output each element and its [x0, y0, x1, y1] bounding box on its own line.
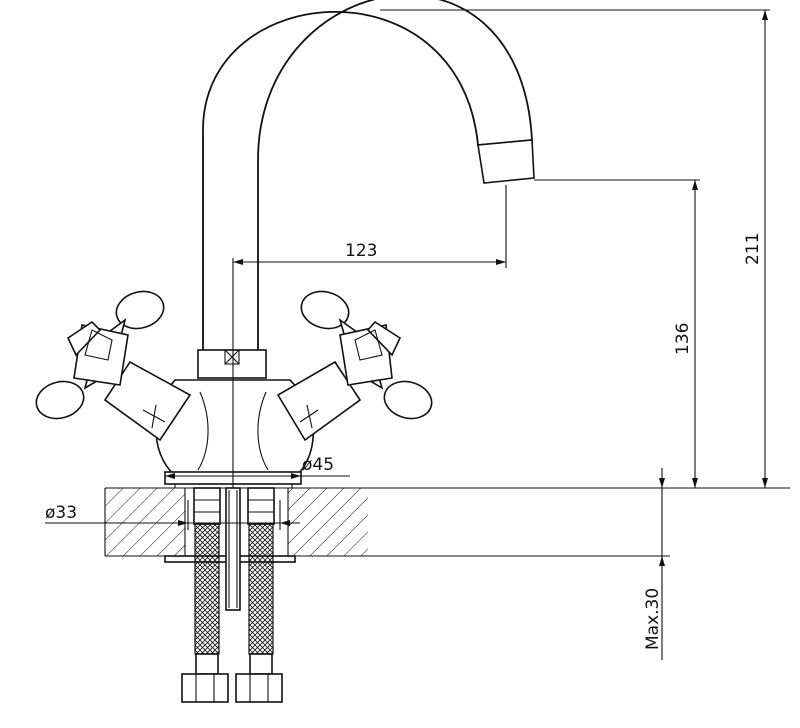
dimension-spout-reach: 123	[233, 185, 507, 268]
dimension-total-height: 211	[380, 9, 770, 488]
fixing-stud	[225, 487, 241, 611]
right-flexible-hose	[235, 487, 283, 703]
left-cross-handle	[35, 290, 165, 420]
dim-label-max30: Max.30	[643, 588, 663, 650]
left-flexible-hose	[181, 487, 229, 703]
dimension-base-diameter: ø45	[165, 455, 350, 479]
right-valve-housing	[276, 360, 362, 442]
dimension-max-thickness: Max.30	[643, 468, 665, 660]
dim-label-o33: ø33	[45, 503, 77, 523]
spout-collar	[197, 349, 267, 379]
dimension-spout-height: 136	[534, 179, 700, 488]
dim-label-123: 123	[345, 241, 377, 261]
spout	[202, 0, 535, 350]
right-cross-handle	[300, 290, 433, 420]
dim-label-136: 136	[673, 323, 693, 355]
dim-label-o45: ø45	[302, 455, 334, 475]
dimension-hole-diameter: ø33	[45, 500, 300, 530]
dim-label-211: 211	[743, 233, 763, 265]
